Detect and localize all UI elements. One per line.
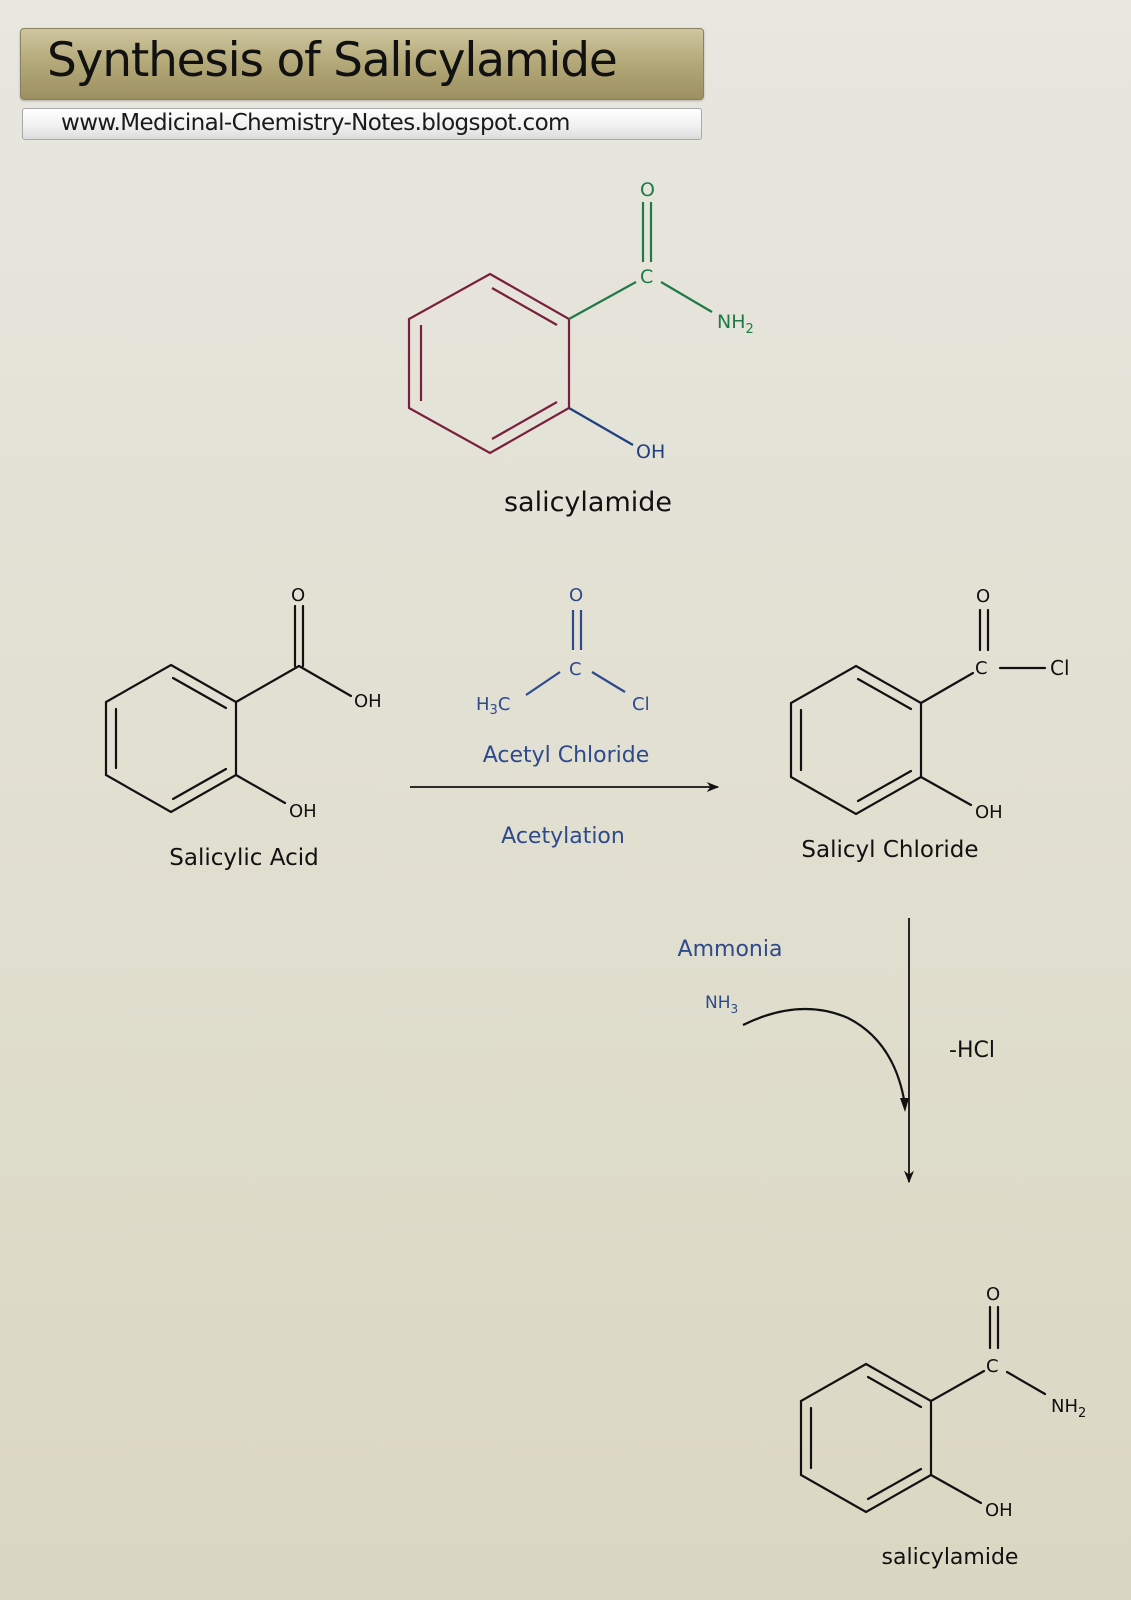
atom-Cl: Cl [1050,656,1070,680]
atom-H3C: H3C [476,694,510,718]
atom-C: C [640,266,653,288]
molecule-product-salicylamide: O C NH2 OH salicylamide [799,1284,1086,1570]
molecule-salicyl-chloride: O C Cl OH Salicyl Chloride [789,586,1070,863]
amide-group [568,202,713,320]
process-label: Acetylation [501,824,625,849]
reagent-label: Acetyl Chloride [483,743,650,768]
curved-arrow-ammonia [742,1007,907,1106]
source-url: www.Medicinal-Chemistry-Notes.blogspot.c… [61,110,570,136]
atom-OH: OH [975,802,1003,823]
atom-O: O [976,586,990,607]
benzene-ring [789,608,1047,816]
molecule-label: salicylamide [504,487,672,518]
atom-OH: OH [985,1500,1013,1521]
atom-O: O [291,585,305,606]
atom-C: C [569,659,582,680]
benzene-ring [799,1305,1047,1514]
atom-OH: OH [636,441,665,463]
url-banner: www.Medicinal-Chemistry-Notes.blogspot.c… [22,108,702,140]
hydroxyl-bond [568,407,634,446]
molecule-label: Salicyl Chloride [801,837,978,863]
benzene-ring [104,604,353,814]
reagent-formula: NH3 [705,993,738,1016]
atom-C: C [986,1356,999,1377]
title-banner: Synthesis of Salicylamide [20,28,704,100]
curved-arrowhead [900,1098,909,1112]
atom-OH: OH [289,801,317,822]
atom-O: O [569,585,583,606]
atom-NH2: NH2 [717,311,754,337]
molecule-salicylic-acid: O OH OH Salicylic Acid [104,585,382,871]
page-title: Synthesis of Salicylamide [47,33,618,88]
reagent-acetyl-chloride: O C H3C Cl Acetyl Chloride [476,585,650,768]
atom-O: O [640,179,655,201]
atom-NH2: NH2 [1051,1396,1086,1421]
atom-OH: OH [354,691,382,712]
atom-O: O [986,1284,1000,1305]
molecule-label: Salicylic Acid [169,845,318,871]
atom-Cl: Cl [632,694,650,715]
molecule-top-salicylamide: O C NH2 OH salicylamide [407,179,754,518]
molecule-label: salicylamide [882,1545,1019,1570]
byproduct-label: -HCl [949,1038,995,1063]
benzene-ring [407,272,571,455]
atom-C: C [975,658,988,679]
reagent-label: Ammonia [678,937,783,962]
